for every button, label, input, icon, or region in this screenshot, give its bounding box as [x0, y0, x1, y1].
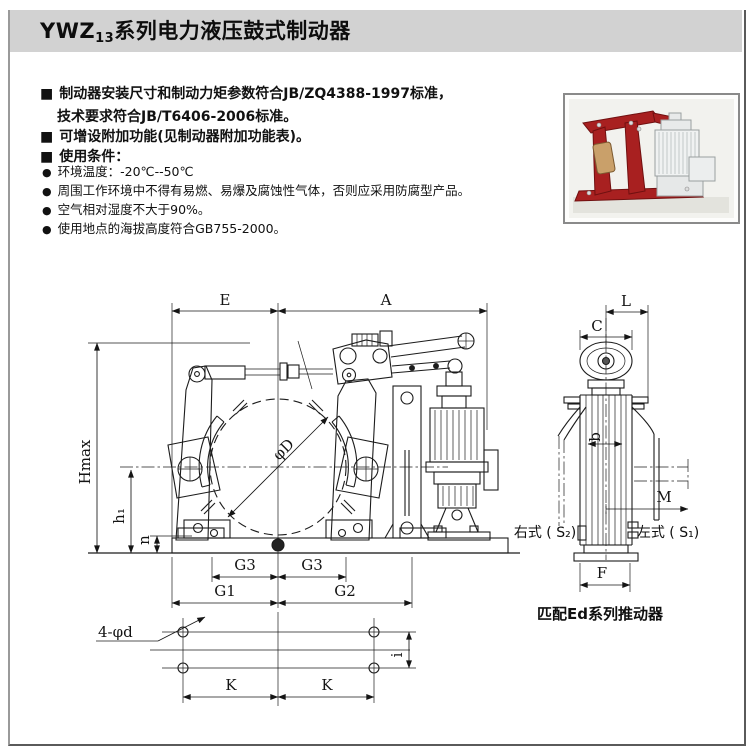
- dim-label-K-right: K: [321, 676, 333, 694]
- right-brake-arm: [308, 378, 389, 541]
- spec-line-3-text: 可增设附加功能(见制动器附加功能表)。: [59, 129, 311, 145]
- page-title: YWZ13系列电力液压鼓式制动器: [10, 10, 742, 60]
- bottom-lines: [96, 612, 416, 706]
- dim-label-G3-right: G3: [301, 556, 323, 574]
- spec-line-3: ■ 可增设附加功能(见制动器附加功能表)。: [40, 129, 310, 146]
- thruster-front: [425, 371, 499, 541]
- condition-item-4: ● 使用地点的海拔高度符合GB755-2000。: [42, 221, 286, 237]
- dot-bullet-icon: ●: [42, 166, 52, 179]
- technical-drawing: E A Hmax h₁ n φD G3 G3 G1 G2: [76, 291, 699, 706]
- release-linkage: [204, 330, 475, 390]
- dim-label-h1: h₁: [110, 508, 128, 524]
- dim-label-F: F: [597, 564, 607, 582]
- dim-label-phiD: φD: [269, 435, 298, 464]
- product-photo-image: [569, 99, 734, 218]
- dot-bullet-icon: ●: [42, 185, 52, 198]
- condition-item-1: ● 环境温度：-20℃--50℃: [42, 164, 194, 180]
- photo-bolts: [586, 120, 690, 196]
- side-dimension-lines: [579, 309, 689, 588]
- condition-item-3-text: 空气相对湿度不大于90%。: [57, 202, 211, 217]
- front-extension-lines: [88, 303, 488, 608]
- square-bullet-icon: ■: [40, 149, 54, 165]
- photo-floor: [573, 197, 729, 213]
- condition-item-1-text: 环境温度：-20℃--50℃: [57, 164, 194, 179]
- dim-label-G2: G2: [334, 582, 356, 600]
- title-subscript: 13: [95, 31, 115, 46]
- condition-item-4-text: 使用地点的海拔高度符合GB755-2000。: [57, 221, 287, 236]
- dim-label-K-left: K: [225, 676, 237, 694]
- square-bullet-icon: ■: [40, 129, 54, 145]
- title-rest: 系列电力液压鼓式制动器: [114, 19, 351, 43]
- condition-item-2-text: 周围工作环境中不得有易燃、易爆及腐蚀性气体，否则应采用防腐型产品。: [57, 183, 471, 198]
- condition-item-2: ● 周围工作环境中不得有易燃、易爆及腐蚀性气体，否则应采用防腐型产品。: [42, 183, 470, 199]
- usage-conditions-heading: ■ 使用条件：: [40, 149, 129, 166]
- dim-label-Hmax: Hmax: [76, 439, 94, 484]
- left-brake-arm: [167, 365, 248, 541]
- spec-line-1-text: 制动器安装尺寸和制动力矩参数符合JB/ZQ4388-1997标准，: [59, 86, 453, 102]
- right-type-label: 右式 ( S₂): [514, 525, 576, 541]
- thruster-caption: 匹配Ed系列推动器: [537, 605, 664, 623]
- bottom-dimension-lines: [157, 616, 412, 700]
- usage-conditions-text: 使用条件：: [59, 149, 130, 165]
- square-bullet-icon: ■: [40, 86, 54, 102]
- spec-line-2-text: 技术要求符合JB/T6406-2006标准。: [57, 109, 298, 125]
- side-structure: [557, 341, 660, 562]
- front-dimension-lines: [94, 308, 488, 606]
- spec-line-2: 技术要求符合JB/T6406-2006标准。: [57, 109, 297, 126]
- dim-label-M: M: [656, 488, 671, 506]
- dim-label-E: E: [220, 291, 231, 309]
- mounting-holes: [177, 626, 380, 674]
- dim-label-b: b: [586, 432, 604, 442]
- spec-line-1: ■ 制动器安装尺寸和制动力矩参数符合JB/ZQ4388-1997标准，: [40, 86, 452, 103]
- dim-label-G3-left: G3: [234, 556, 256, 574]
- condition-item-3: ● 空气相对湿度不大于90%。: [42, 202, 210, 218]
- support-post: [384, 385, 430, 539]
- title-prefix: YWZ: [40, 19, 96, 43]
- dim-label-A: A: [380, 291, 392, 309]
- brake-pad: [592, 141, 616, 175]
- side-view: L C b M F 右式 ( S₂) 左式 ( S₁) 匹配Ed系列推动器: [514, 292, 699, 623]
- bottom-view: 4-φd i K K: [96, 612, 416, 706]
- dot-bullet-icon: ●: [42, 223, 52, 236]
- dim-label-i: i: [388, 652, 406, 657]
- base-plate: [88, 527, 520, 554]
- side-extension-lines: [579, 305, 689, 592]
- dim-label-C: C: [591, 317, 602, 335]
- thruster-unit: [654, 112, 716, 197]
- product-photo: [563, 93, 740, 224]
- page-header: YWZ13系列电力液压鼓式制动器: [10, 10, 742, 52]
- dim-label-n: n: [135, 535, 153, 545]
- holes-label: 4-φd: [98, 623, 133, 641]
- dim-label-G1: G1: [214, 582, 236, 600]
- dot-bullet-icon: ●: [42, 204, 52, 217]
- left-type-label: 左式 ( S₁): [637, 525, 699, 541]
- dim-label-L: L: [621, 292, 631, 310]
- front-view: E A Hmax h₁ n φD G3 G3 G1 G2: [76, 291, 520, 608]
